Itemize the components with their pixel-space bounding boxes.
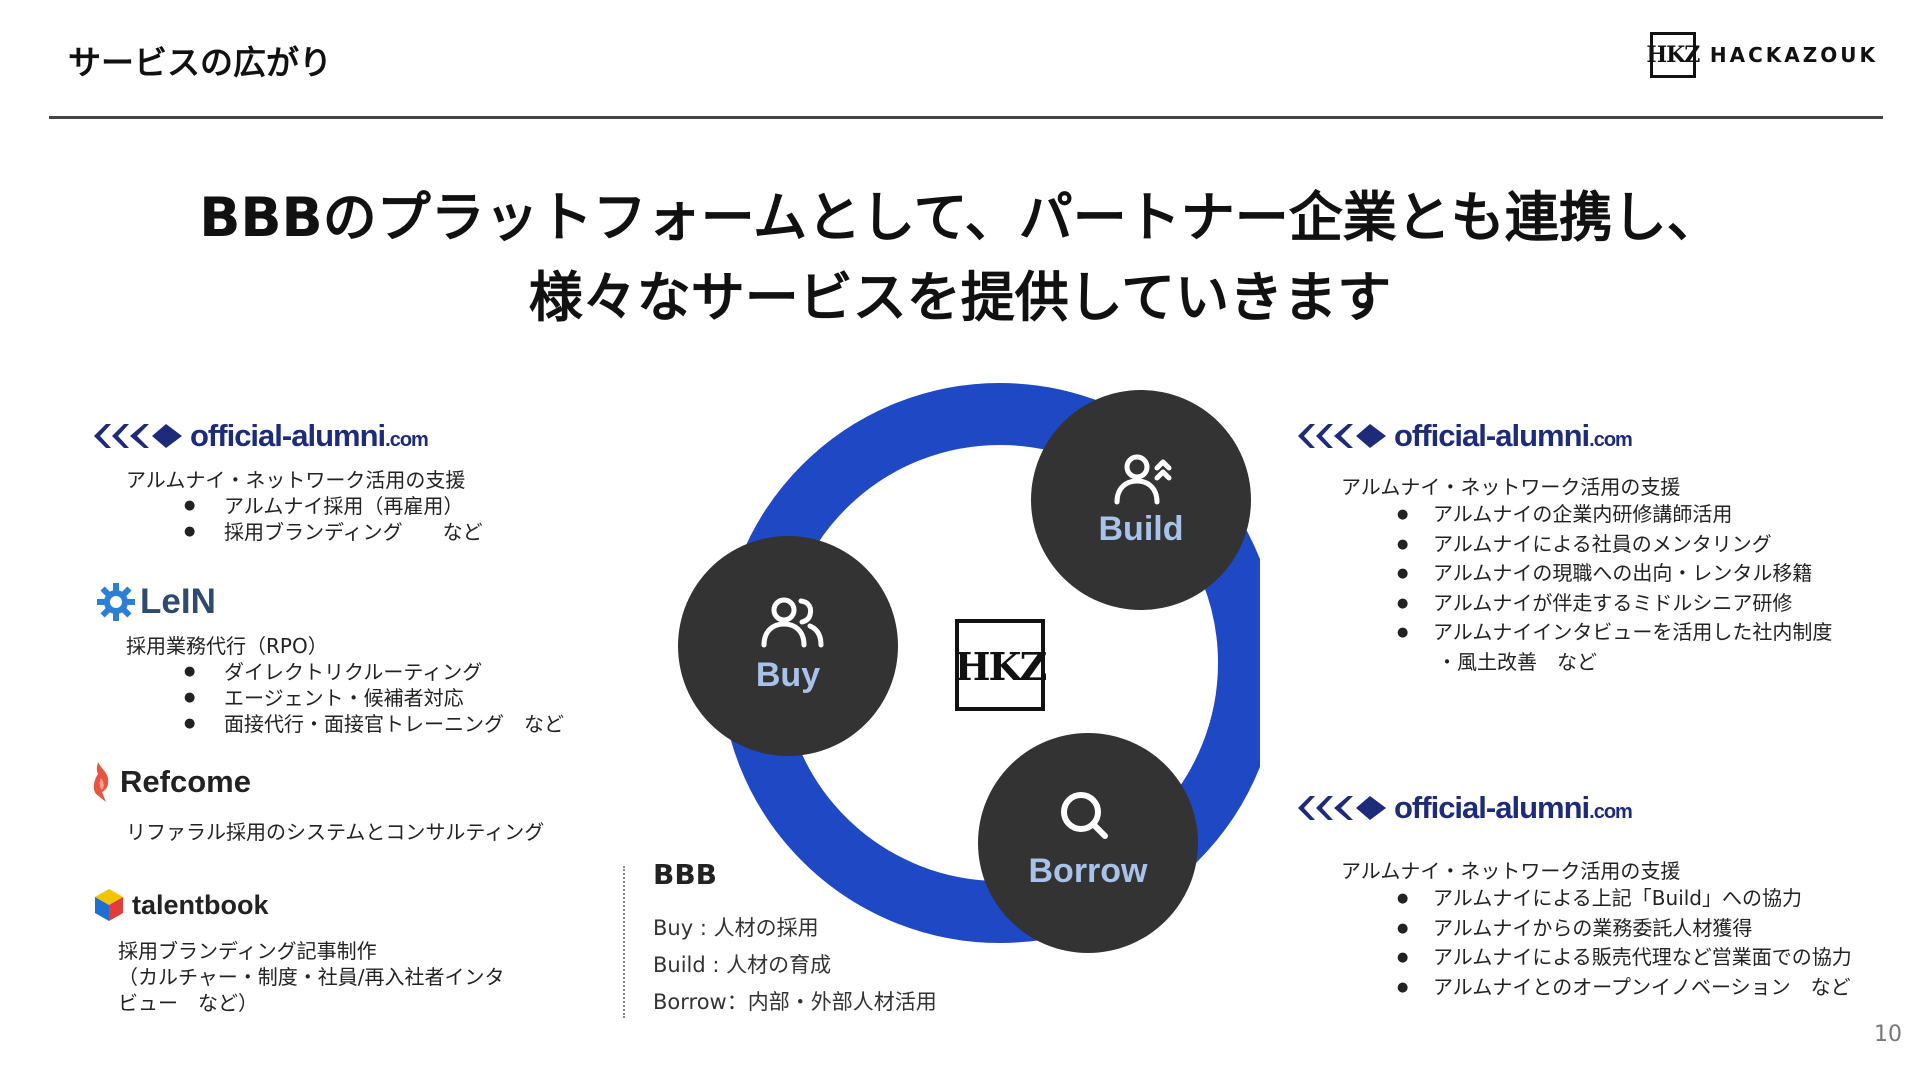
center-logo-mark bbox=[955, 619, 1045, 711]
company-logo: HKZ HACKAZOUK bbox=[1646, 32, 1878, 78]
bbb-definitions: Buy : 人材の採用 Build : 人材の育成 Borrow：内部・外部人材… bbox=[653, 910, 937, 1021]
alumni-build-continuation: ・風土改善 など bbox=[1437, 649, 1597, 674]
build-node bbox=[1031, 390, 1251, 610]
alumni-left-description: アルムナイ・ネットワーク活用の支援 アルムナイ採用（再雇用） 採用ブランディング… bbox=[126, 467, 483, 545]
user-upgrade-icon bbox=[1114, 454, 1172, 505]
center-logo-text: HKZ bbox=[955, 644, 1047, 689]
list-item: 採用ブランディング など bbox=[184, 519, 483, 545]
talentbook-line-1: 採用ブランディング記事制作 bbox=[118, 939, 377, 963]
alumni-chevrons-icon bbox=[1298, 796, 1386, 820]
list-item: アルムナイ採用（再雇用） bbox=[184, 493, 483, 519]
alumni-build-description: アルムナイ・ネットワーク活用の支援 アルムナイの企業内研修講師活用 アルムナイに… bbox=[1341, 474, 1832, 677]
alumni-borrow-heading: アルムナイ・ネットワーク活用の支援 bbox=[1341, 859, 1681, 883]
borrow-node bbox=[978, 733, 1198, 953]
list-item: アルムナイによる社員のメンタリング bbox=[1397, 530, 1832, 560]
talentbook-line-2: （カルチャー・制度・社員/再入社者インタ bbox=[118, 965, 505, 989]
lein-description: 採用業務代行（RPO） ダイレクトリクルーティング エージェント・候補者対応 面… bbox=[126, 633, 564, 737]
alumni-brand-text: official-alumni.com bbox=[1394, 790, 1633, 825]
search-icon bbox=[1061, 792, 1108, 839]
bbb-cycle-diagram: HKZ bbox=[678, 383, 1260, 953]
page-number: 10 bbox=[1874, 1022, 1902, 1047]
list-item: アルムナイが伴走するミドルシニア研修 bbox=[1397, 589, 1832, 619]
official-alumni-logo-left: official-alumni.com bbox=[92, 418, 429, 454]
gear-icon bbox=[97, 583, 135, 621]
headline-line-2: 様々なサービスを提供していきます bbox=[528, 266, 1392, 329]
slide-title: サービスの広がり bbox=[68, 43, 332, 82]
bbb-divider bbox=[623, 866, 625, 1018]
alumni-chevrons-icon bbox=[94, 424, 182, 448]
list-item: エージェント・候補者対応 bbox=[184, 685, 564, 711]
users-icon bbox=[761, 597, 824, 648]
bbb-build-definition: Build : 人材の育成 bbox=[653, 953, 832, 977]
alumni-chevrons-icon bbox=[1298, 424, 1386, 448]
refcome-description: リファラル採用のシステムとコンサルティング bbox=[126, 820, 545, 844]
alumni-left-list: アルムナイ採用（再雇用） 採用ブランディング など bbox=[184, 493, 483, 545]
borrow-label: Borrow bbox=[1028, 852, 1148, 890]
alumni-borrow-description: アルムナイ・ネットワーク活用の支援 アルムナイによる上記「Build」への協力 … bbox=[1341, 858, 1852, 1002]
official-alumni-logo-borrow: official-alumni.com bbox=[1296, 790, 1633, 826]
list-item: アルムナイとのオープンイノベーション など bbox=[1397, 973, 1852, 1003]
alumni-build-heading: アルムナイ・ネットワーク活用の支援 bbox=[1341, 475, 1681, 499]
refcome-brand-text: Refcome bbox=[120, 764, 251, 799]
lein-list: ダイレクトリクルーティング エージェント・候補者対応 面接代行・面接官トレーニン… bbox=[184, 659, 564, 737]
talentbook-line-3: ビュー など） bbox=[118, 991, 258, 1015]
logo-name: HACKAZOUK bbox=[1709, 43, 1878, 67]
lein-brand-text: LeIN bbox=[140, 582, 216, 621]
alumni-left-heading: アルムナイ・ネットワーク活用の支援 bbox=[126, 468, 466, 492]
bbb-title: BBB bbox=[653, 858, 718, 891]
list-item: 面接代行・面接官トレーニング など bbox=[184, 711, 564, 737]
build-label: Build bbox=[1098, 510, 1184, 548]
refcome-logo: Refcome bbox=[92, 760, 251, 804]
list-item: アルムナイからの業務委託人材獲得 bbox=[1397, 914, 1852, 944]
talentbook-logo: talentbook bbox=[92, 888, 269, 922]
buy-node bbox=[678, 536, 898, 756]
list-item: アルムナイの現職への出向・レンタル移籍 bbox=[1397, 559, 1832, 589]
talentbook-cube-icon bbox=[95, 889, 123, 921]
headline-line-1: BBBのプラットフォームとして、パートナー企業とも連携し、 bbox=[199, 186, 1721, 249]
official-alumni-logo-build: official-alumni.com bbox=[1296, 418, 1633, 454]
bbb-borrow-definition: Borrow：内部・外部人材活用 bbox=[653, 990, 937, 1014]
list-item: アルムナイインタビューを活用した社内制度 bbox=[1397, 618, 1832, 648]
alumni-brand-text: official-alumni.com bbox=[1394, 418, 1633, 453]
alumni-brand-text: official-alumni.com bbox=[190, 418, 429, 453]
lein-logo: LeIN bbox=[96, 582, 216, 622]
lein-heading: 採用業務代行（RPO） bbox=[126, 634, 328, 658]
list-item: ダイレクトリクルーティング bbox=[184, 659, 564, 685]
list-item: アルムナイの企業内研修講師活用 bbox=[1397, 500, 1832, 530]
talentbook-description: 採用ブランディング記事制作 （カルチャー・制度・社員/再入社者インタ ビュー な… bbox=[118, 938, 505, 1016]
header-divider bbox=[49, 116, 1883, 119]
logo-mark: HKZ bbox=[1646, 32, 1700, 78]
alumni-build-list: アルムナイの企業内研修講師活用 アルムナイによる社員のメンタリング アルムナイの… bbox=[1397, 500, 1832, 648]
refcome-flame-icon bbox=[93, 762, 109, 802]
bbb-buy-definition: Buy : 人材の採用 bbox=[653, 916, 819, 940]
list-item: アルムナイによる販売代理など営業面での協力 bbox=[1397, 943, 1852, 973]
list-item: アルムナイによる上記「Build」への協力 bbox=[1397, 884, 1852, 914]
alumni-borrow-list: アルムナイによる上記「Build」への協力 アルムナイからの業務委託人材獲得 ア… bbox=[1397, 884, 1852, 1002]
talentbook-brand-text: talentbook bbox=[132, 889, 269, 920]
buy-label: Buy bbox=[755, 656, 821, 694]
headline: BBBのプラットフォームとして、パートナー企業とも連携し、 様々なサービスを提供… bbox=[160, 178, 1760, 338]
